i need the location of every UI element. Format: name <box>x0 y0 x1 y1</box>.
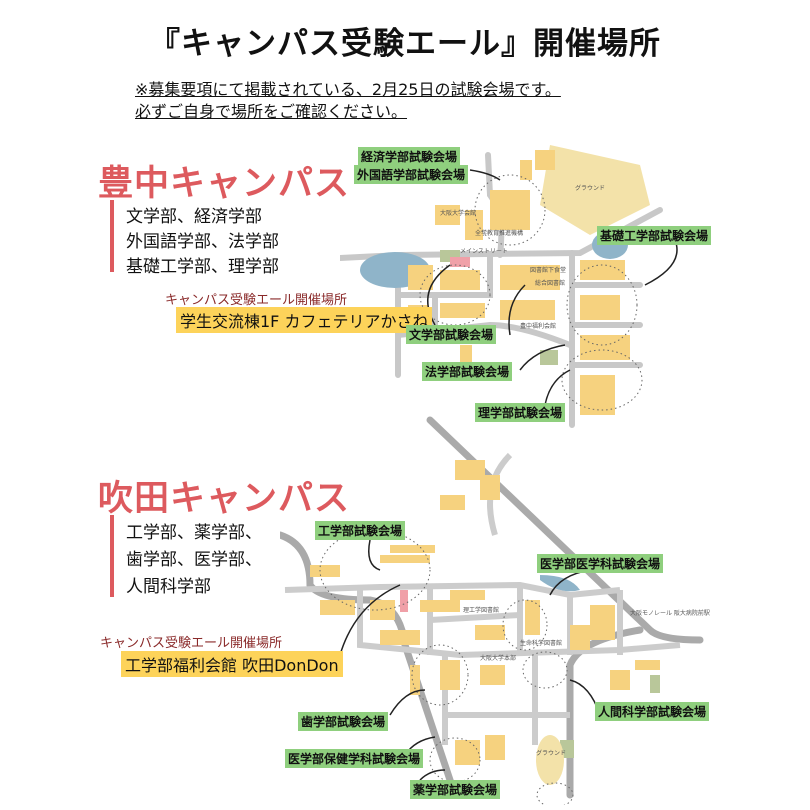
exam-site-human-sciences: 人間科学部試験会場 <box>595 702 710 721</box>
map-label-headquarters: 大阪大学本部 <box>480 654 516 662</box>
exam-site-foreign-studies: 外国語学部試験会場 <box>354 165 469 184</box>
suita-faculty-line: 工学部、薬学部、 <box>126 523 262 543</box>
map-label-hall: 大阪大学会館 <box>440 209 476 217</box>
toyonaka-faculty-line: 文学部、経済学部 <box>126 207 262 227</box>
exam-site-pharmacy: 薬学部試験会場 <box>410 780 501 799</box>
toyonaka-venue-caption: キャンパス受験エール開催場所 <box>165 293 348 308</box>
exam-site-health-sciences: 医学部保健学科試験会場 <box>285 749 424 768</box>
map-label-ground: グラウンド <box>575 184 605 192</box>
map-label-mainstreet: メインストリート <box>460 248 508 255</box>
exam-site-law: 法学部試験会場 <box>422 362 513 381</box>
map-label-education: 全学教育推進機構 <box>475 229 523 237</box>
map-label-cafeteria: 図書館下食堂 <box>530 266 566 274</box>
toyonaka-campus-map: グラウンド 大阪大学会館 全学教育推進機構 メインストリート 図書館下食堂 総合… <box>340 145 678 428</box>
suita-accent-bar <box>110 515 114 597</box>
suita-campus-map: 理工学図書館 大阪大学本部 グラウンド 生命科学図書館 大阪モノレール 阪大病院… <box>280 416 710 805</box>
suita-venue-caption: キャンパス受験エール開催場所 <box>100 636 283 651</box>
toyonaka-faculty-line: 外国語学部、法学部 <box>126 232 279 252</box>
exam-site-letters: 文学部試験会場 <box>406 325 497 344</box>
exam-site-dentistry: 歯学部試験会場 <box>298 712 389 731</box>
exam-site-medicine: 医学部医学科試験会場 <box>537 554 664 573</box>
exam-site-science: 理学部試験会場 <box>475 403 566 422</box>
toyonaka-faculty-line: 基礎工学部、理学部 <box>126 257 279 277</box>
suita-venue: 工学部福利会館 吹田DonDon <box>121 651 343 677</box>
suita-campus-title: 吹田キャンパス <box>98 479 351 519</box>
map-label-library: 総合図書館 <box>535 279 565 287</box>
suita-faculty-line: 歯学部、医学部、 <box>126 550 262 570</box>
map-label-monorail: 大阪モノレール 阪大病院前駅 <box>630 609 710 617</box>
exam-site-engineering-science: 基礎工学部試験会場 <box>597 226 712 245</box>
page-title: 『キャンパス受験エール』開催場所 <box>149 26 661 62</box>
map-label-ground: グラウンド <box>536 749 566 757</box>
exam-site-economics: 経済学部試験会場 <box>358 147 461 166</box>
toyonaka-accent-bar <box>110 200 114 272</box>
map-label-life-library: 生命科学図書館 <box>520 639 562 647</box>
exam-site-engineering: 工学部試験会場 <box>315 521 406 540</box>
map-label-sci-eng-library: 理工学図書館 <box>463 606 499 614</box>
note-line-1: ※募集要項にて掲載されている、2月25日の試験会場です。 <box>135 80 561 99</box>
toyonaka-campus-title: 豊中キャンパス <box>98 164 351 204</box>
note-line-2: 必ずご自身で場所をご確認ください。 <box>135 102 408 121</box>
map-label-welfare: 豊中福利会館 <box>520 322 556 330</box>
toyonaka-venue: 学生交流棟1F カフェテリアかさね <box>176 307 433 333</box>
suita-faculty-line: 人間科学部 <box>126 577 211 597</box>
